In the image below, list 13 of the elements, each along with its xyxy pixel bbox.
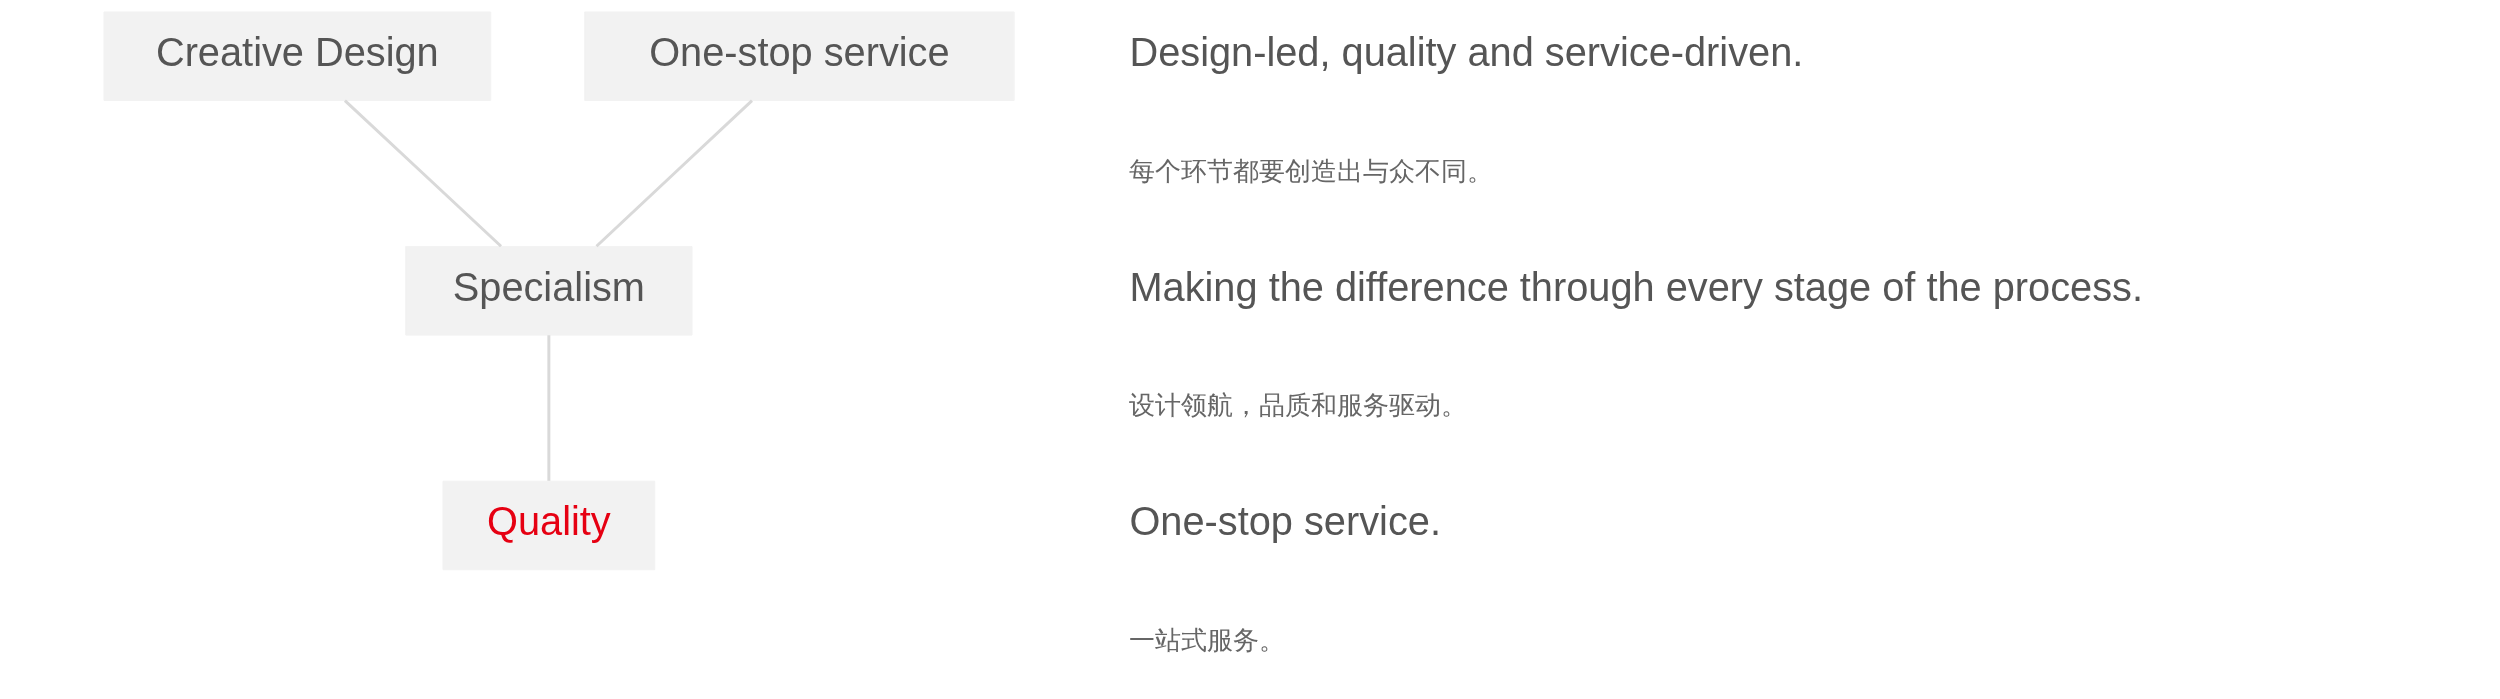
connector [343, 99, 503, 248]
label: 一站式服务。 [1129, 626, 1286, 655]
node-box: Specialism [405, 246, 693, 336]
connector [595, 99, 753, 248]
label: 每个环节都要创造出与众不同。 [1129, 156, 1494, 185]
connector [547, 335, 551, 481]
label: Design-led, quality and service-driven. [1129, 30, 1804, 75]
node-box: Creative Design [103, 11, 492, 101]
node-box: One-stop service [584, 11, 1015, 101]
label: One-stop service. [1129, 499, 1441, 544]
label: 设计领航，品质和服务驱动。 [1129, 391, 1468, 420]
node-box: Quality [442, 480, 656, 571]
label: Making the difference through every stage of the process. [1129, 264, 2143, 309]
